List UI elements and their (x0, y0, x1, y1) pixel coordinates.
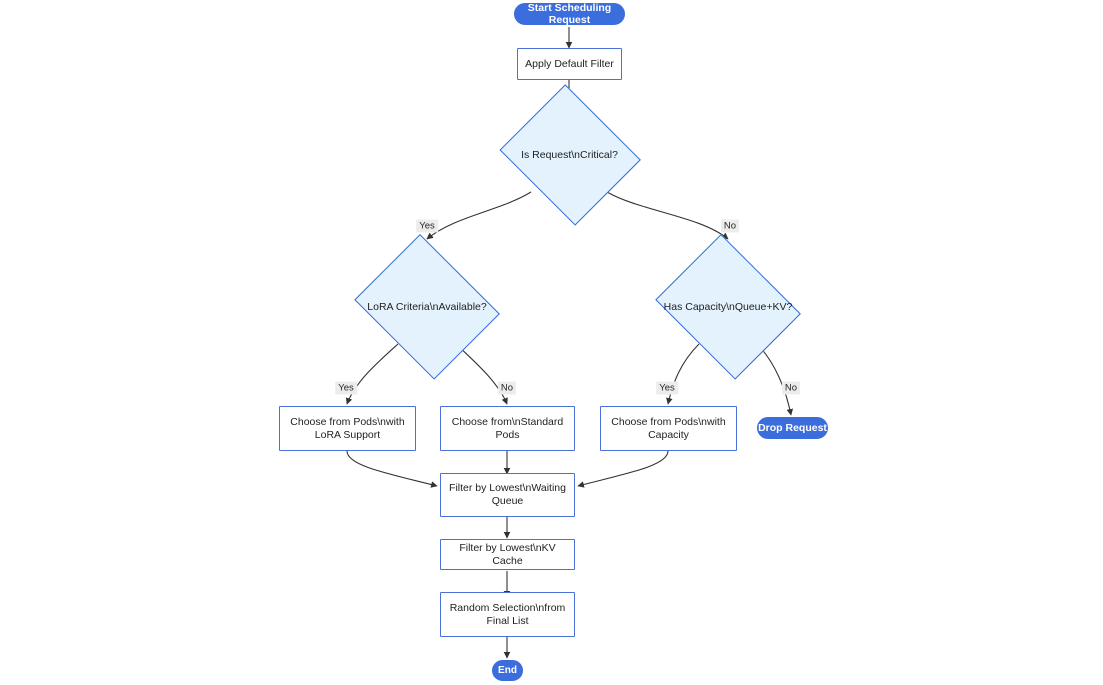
edge-label-lora-yes: Yes (335, 381, 357, 395)
node-choose-from-pods-with-capacity[interactable]: Choose from Pods\nwith Capacity (600, 406, 737, 451)
edge-choose-capacity-to-filter-queue (577, 450, 669, 488)
node-choose-from-standard-pods[interactable]: Choose from\nStandard Pods (440, 406, 575, 451)
node-has-capacity-queue-kv[interactable]: Has Capacity\nQueue+KV? (648, 234, 808, 380)
node-filter-by-lowest-kv-cache[interactable]: Filter by Lowest\nKV Cache (440, 539, 575, 570)
node-lora-criteria-available[interactable]: LoRA Criteria\nAvailable? (347, 234, 507, 380)
node-apply-default-filter[interactable]: Apply Default Filter (517, 48, 622, 80)
node-choose-from-pods-with-lora-support[interactable]: Choose from Pods\nwith LoRA Support (279, 406, 416, 451)
edge-label-critical-no: No (720, 219, 740, 233)
node-choose-from-pods-with-lora-support-label: Choose from Pods\nwith LoRA Support (290, 415, 405, 441)
edge-label-lora-no: No (497, 381, 517, 395)
node-is-request-critical-label: Is Request\nCritical? (521, 149, 618, 161)
node-has-capacity-queue-kv-label: Has Capacity\nQueue+KV? (663, 301, 793, 313)
node-filter-by-lowest-waiting-queue[interactable]: Filter by Lowest\nWaiting Queue (440, 473, 575, 517)
node-start-label: Start Scheduling Request (527, 2, 612, 26)
edge-label-capacity-yes: Yes (656, 381, 678, 395)
node-drop-request-label: Drop Request (758, 422, 827, 434)
node-is-request-critical[interactable]: Is Request\nCritical? (494, 84, 645, 226)
node-lora-criteria-available-label: LoRA Criteria\nAvailable? (367, 301, 487, 313)
node-end-label: End (498, 665, 517, 676)
node-filter-by-lowest-waiting-queue-label: Filter by Lowest\nWaiting Queue (449, 482, 566, 507)
edge-label-critical-yes: Yes (416, 219, 438, 233)
node-filter-by-lowest-kv-cache-label: Filter by Lowest\nKV Cache (459, 541, 556, 567)
node-start[interactable]: Start Scheduling Request (514, 2, 625, 26)
node-apply-default-filter-label: Apply Default Filter (525, 57, 614, 70)
edge-label-capacity-no: No (781, 381, 801, 395)
node-random-selection-from-final-list[interactable]: Random Selection\nfrom Final List (440, 592, 575, 637)
node-choose-from-standard-pods-label: Choose from\nStandard Pods (451, 415, 564, 441)
node-choose-from-pods-with-capacity-label: Choose from Pods\nwith Capacity (611, 415, 726, 441)
edge-choose-lora-to-filter-queue (346, 450, 438, 488)
node-drop-request[interactable]: Drop Request (757, 417, 828, 439)
node-end[interactable]: End (492, 660, 523, 681)
node-random-selection-from-final-list-label: Random Selection\nfrom Final List (449, 601, 566, 627)
